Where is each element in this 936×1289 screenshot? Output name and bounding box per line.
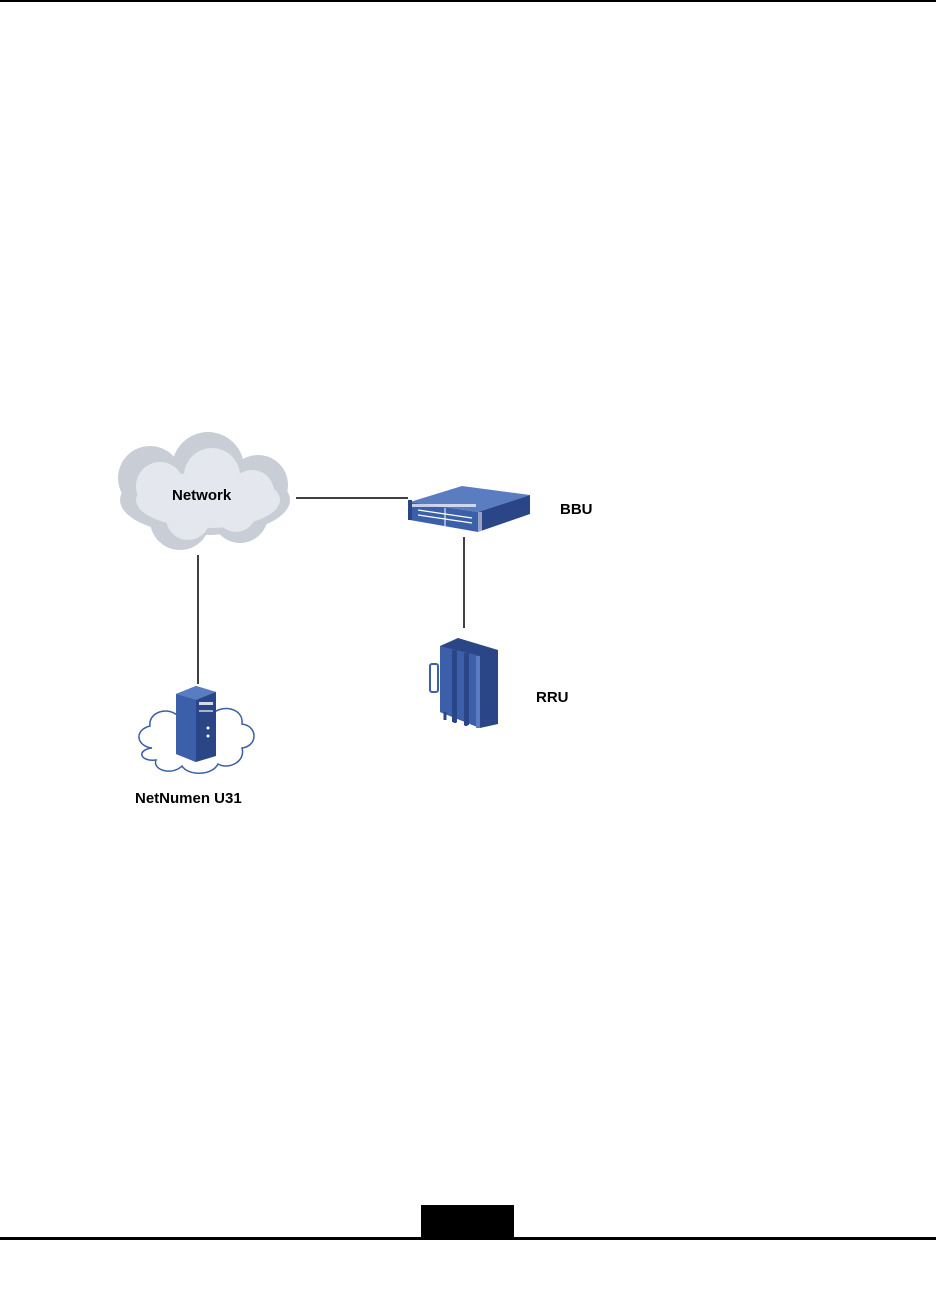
bbu-rack-icon <box>408 486 530 534</box>
server-in-cloud-icon <box>139 686 254 773</box>
bbu-label: BBU <box>560 501 593 518</box>
rru-label: RRU <box>536 689 569 706</box>
netnumen-label: NetNumen U31 <box>135 790 242 807</box>
page-number-tab <box>421 1205 514 1238</box>
footer-rule <box>0 1237 936 1240</box>
rru-unit-icon <box>430 638 498 728</box>
network-label: Network <box>172 487 231 504</box>
